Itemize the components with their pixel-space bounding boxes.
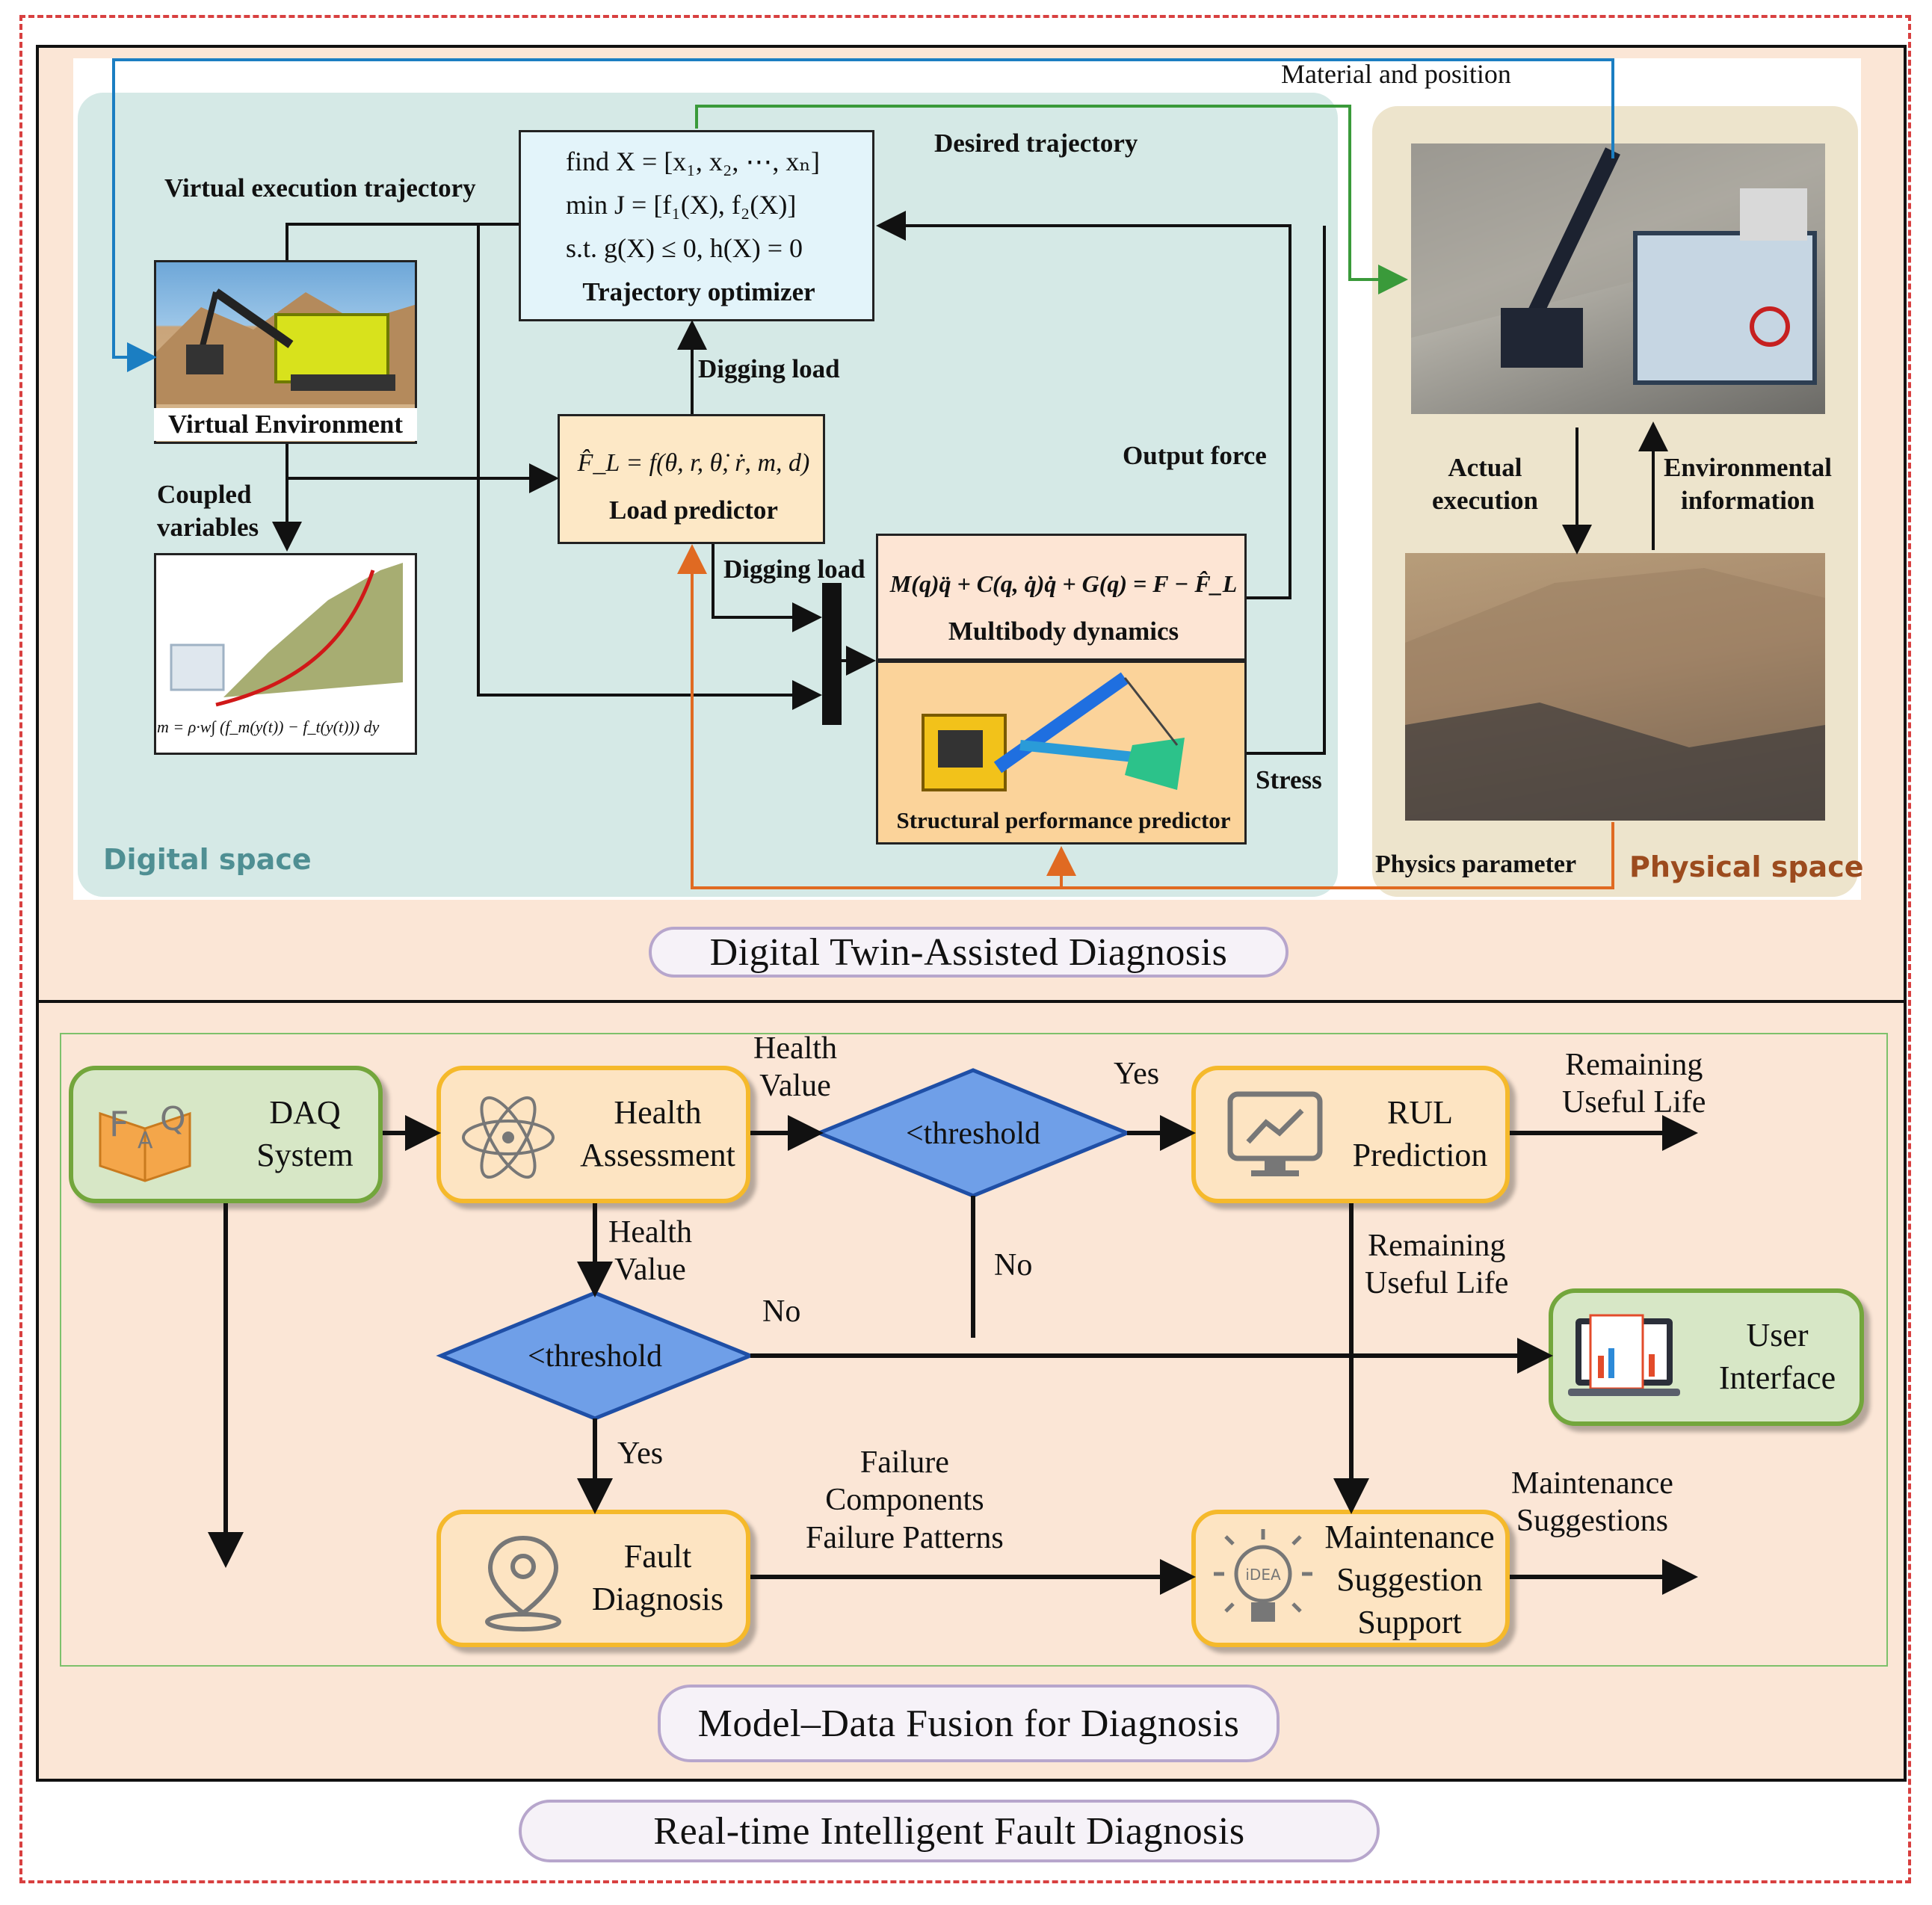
material-position-label: Material and position bbox=[1281, 58, 1511, 90]
physics-parameter-label: Physics parameter bbox=[1375, 850, 1577, 878]
desired-trajectory-label: Desired trajectory bbox=[934, 129, 1138, 158]
shovel-render-icon bbox=[156, 288, 415, 404]
material-pile-photo bbox=[1405, 553, 1825, 821]
digging-load-label-2: Digging load bbox=[723, 555, 865, 584]
mass-formula: m = ρ·w∫ (f_m(y(t)) − f_t(y(t))) dy bbox=[157, 717, 380, 736]
opt-st: s.t. g(X) ≤ 0, h(X) = 0 bbox=[566, 233, 803, 263]
model-data-fusion-caption: Model–Data Fusion for Diagnosis bbox=[658, 1685, 1280, 1762]
location-pin-icon bbox=[485, 1535, 561, 1631]
load-formula: F̂_L = f(θ, r, θ̇, ṙ, m, d) bbox=[577, 449, 810, 477]
digging-load-label-1: Digging load bbox=[698, 354, 840, 383]
stress-label: Stress bbox=[1256, 765, 1322, 794]
mbd-formula: M(q)q̈ + C(q, q̇)q̇ + G(q) = F − F̂_L bbox=[889, 570, 1238, 597]
opt-find: find X = [x₁, x₂, ⋯, xₙ] bbox=[566, 146, 820, 176]
trajectory-optimizer-box: find X = [x₁, x₂, ⋯, xₙ] min J = [f₁(X),… bbox=[519, 130, 874, 321]
threshold-label-1: <threshold bbox=[906, 1117, 1040, 1151]
virtual-environment-label: Virtual Environment bbox=[154, 408, 417, 441]
idea-text: iDEA bbox=[1245, 1566, 1281, 1584]
virtual-exec-trajectory-label: Virtual execution trajectory bbox=[164, 173, 476, 203]
monitor-chart-icon bbox=[1227, 1091, 1323, 1176]
no-label-2: No bbox=[762, 1294, 801, 1329]
material-pile-image bbox=[154, 553, 417, 755]
multibody-dynamics-box: M(q)q̈ + C(q, q̇)q̇ + G(q) = F − F̂_L Mu… bbox=[876, 534, 1247, 661]
output-force-label: Output force bbox=[1123, 441, 1267, 470]
load-predictor-box: F̂_L = f(θ, r, θ̇, ṙ, m, d) Load predict… bbox=[558, 414, 825, 544]
dashboard-icon bbox=[1568, 1314, 1680, 1396]
rock-pile-icon bbox=[1405, 568, 1825, 821]
faq-f: F bbox=[109, 1104, 129, 1144]
merge-bar bbox=[822, 583, 842, 725]
faq-book-icon: F A Q bbox=[99, 1100, 191, 1182]
opt-min: min J = [f₁(X), f₂(X)] bbox=[566, 190, 797, 220]
faq-a: A bbox=[138, 1128, 153, 1154]
fea-shovel-icon bbox=[922, 672, 1185, 791]
trajectory-optimizer-title: Trajectory optimizer bbox=[582, 277, 815, 306]
faq-q: Q bbox=[160, 1100, 186, 1138]
shovel-photo-icon bbox=[1411, 143, 1825, 385]
idea-bulb-icon: iDEA bbox=[1214, 1529, 1312, 1622]
flow-region bbox=[60, 1033, 1888, 1667]
mining-shovel-photo bbox=[1411, 143, 1825, 414]
digital-twin-caption: Digital Twin-Assisted Diagnosis bbox=[649, 927, 1288, 978]
outer-dashed-frame bbox=[19, 15, 1911, 1883]
multibody-dynamics-title: Multibody dynamics bbox=[948, 617, 1179, 646]
structural-predictor-box: Structural performance predictor bbox=[876, 661, 1247, 845]
no-label-1: No bbox=[994, 1248, 1033, 1282]
yes-label-1: Yes bbox=[1114, 1057, 1160, 1091]
atom-icon bbox=[462, 1096, 555, 1179]
threshold-label-2: <threshold bbox=[528, 1339, 662, 1374]
digital-space-label: Digital space bbox=[103, 843, 312, 876]
physical-space-label: Physical space bbox=[1629, 850, 1864, 883]
yes-label-2: Yes bbox=[617, 1436, 664, 1471]
structural-predictor-title: Structural performance predictor bbox=[896, 807, 1231, 833]
soil-pile-icon bbox=[170, 563, 403, 707]
load-predictor-title: Load predictor bbox=[609, 495, 778, 525]
realtime-diagnosis-caption: Real-time Intelligent Fault Diagnosis bbox=[519, 1800, 1380, 1862]
